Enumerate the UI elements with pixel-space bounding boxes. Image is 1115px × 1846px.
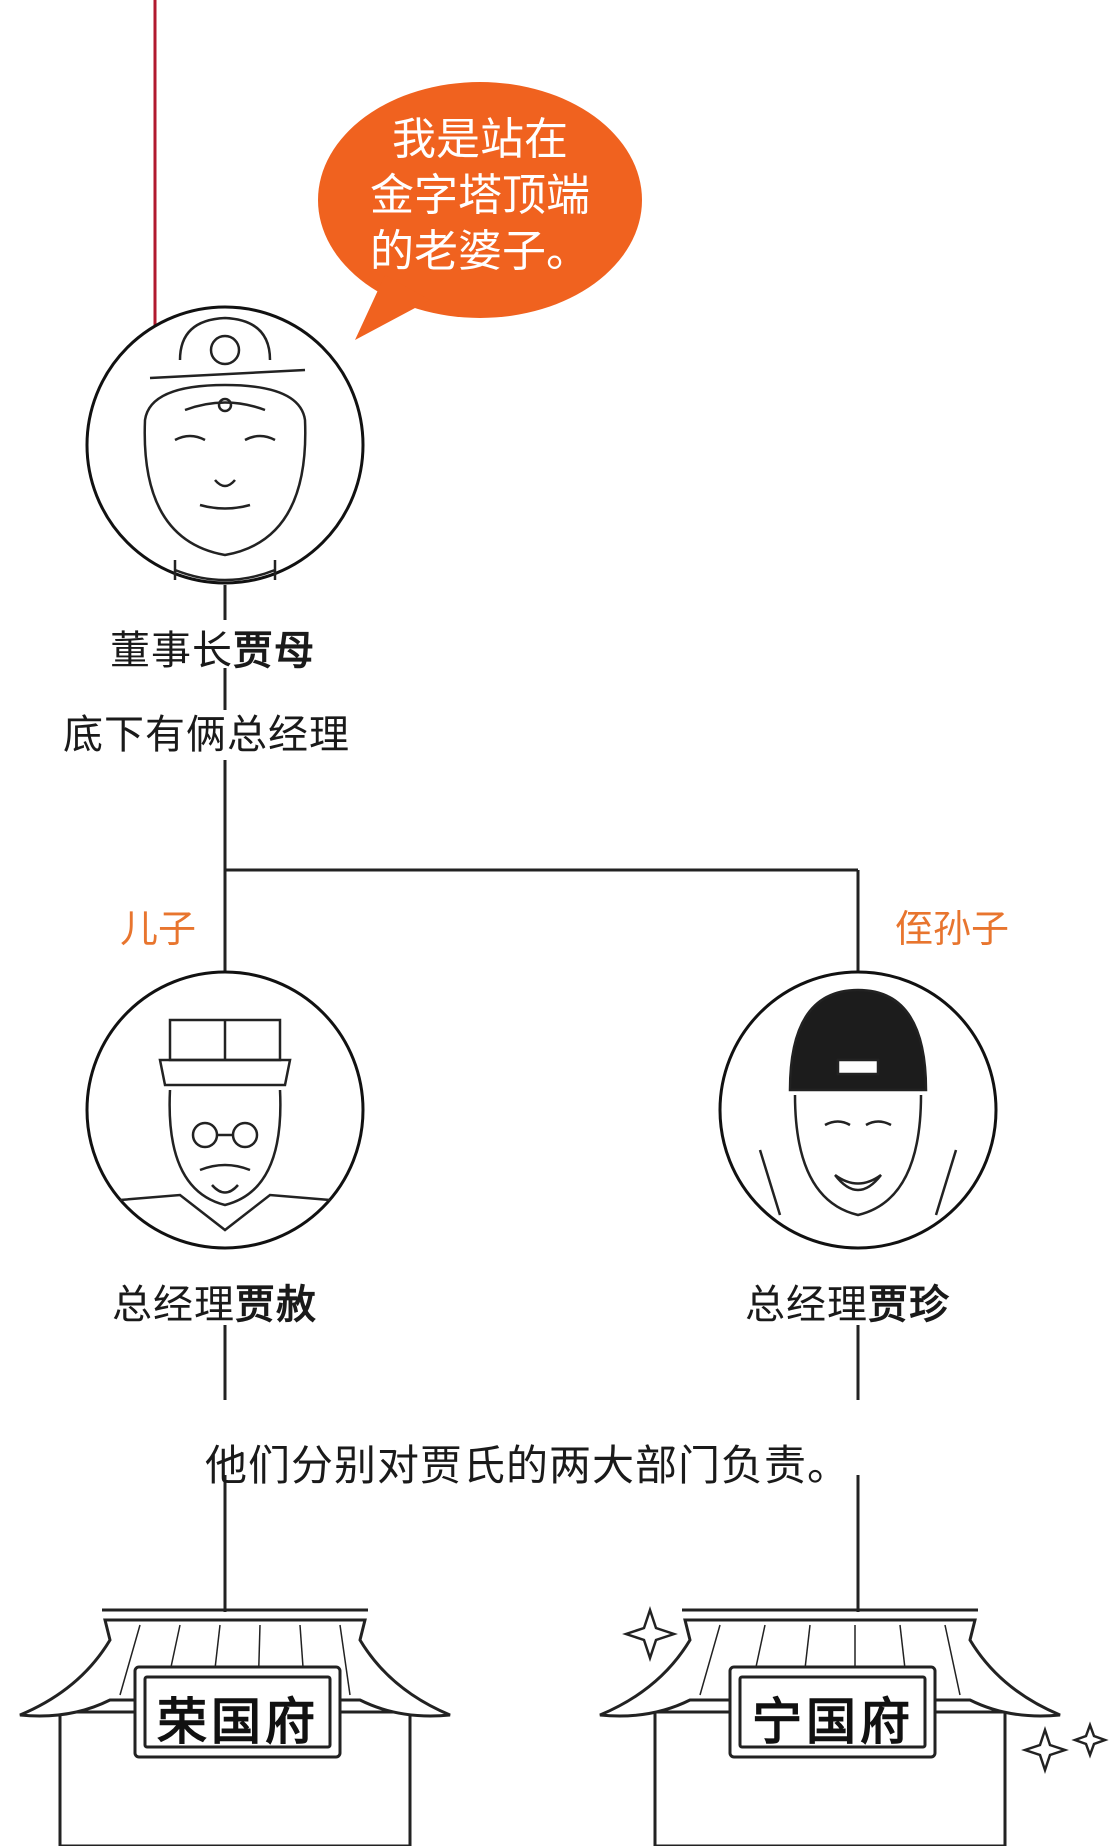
plaque-right-text: 宁国府 [752, 1693, 914, 1751]
branch-left-name: 贾赦 [235, 1282, 317, 1328]
portrait-jiashe [85, 970, 365, 1250]
branch-left-label: 总经理贾赦 [112, 1272, 317, 1330]
root-label: 董事长贾母 [110, 618, 315, 676]
branch-right-title: 总经理 [745, 1282, 868, 1328]
speech-line-3: 的老婆子。 [370, 226, 590, 277]
connector-lines [223, 585, 860, 1612]
building-rongguofu [19, 1608, 451, 1846]
plaque-left-text: 荣国府 [157, 1693, 319, 1751]
root-name: 贾母 [233, 628, 315, 674]
relation-right: 侄孙子 [895, 907, 1010, 951]
root-note: 底下有俩总经理 [63, 712, 350, 758]
root-title: 董事长 [110, 628, 233, 674]
speech-bubble [318, 82, 642, 340]
caption-text: 他们分别对贾氏的两大部门负责。 [205, 1441, 851, 1490]
branch-right-label: 总经理贾珍 [745, 1272, 950, 1330]
portrait-jiamu [85, 305, 365, 585]
relation-left: 儿子 [120, 907, 197, 951]
speech-bubble-text: 我是站在 金字塔顶端 的老婆子。 [330, 112, 630, 280]
sparkle-decorations [622, 1606, 1109, 1774]
branch-left-title: 总经理 [112, 1282, 235, 1328]
building-ningguofu [599, 1608, 1061, 1846]
branch-right-name: 贾珍 [868, 1282, 950, 1328]
speech-line-1: 我是站在 [392, 114, 568, 165]
portrait-jiazhen [718, 970, 998, 1250]
speech-line-2: 金字塔顶端 [370, 170, 590, 221]
